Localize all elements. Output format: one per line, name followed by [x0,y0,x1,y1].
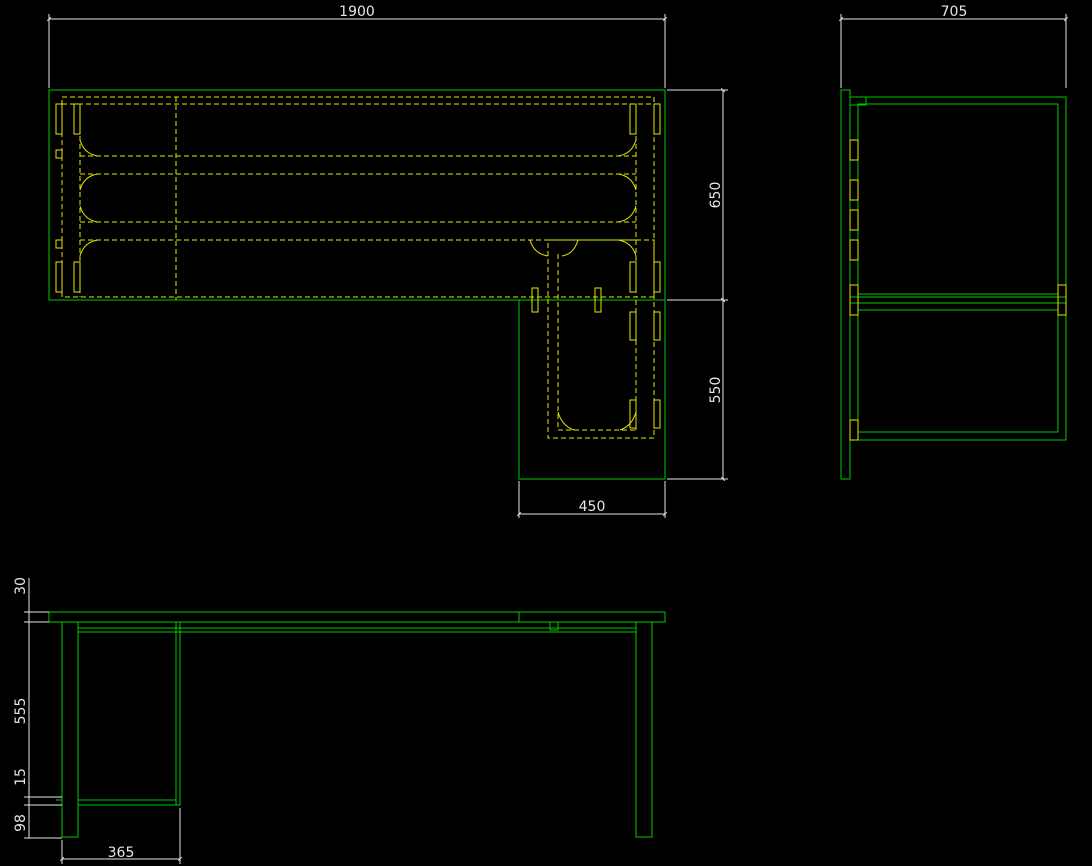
dim-label-return-depth: 550 [708,377,724,404]
side-view [840,89,1067,480]
dim-label-top-width: 1900 [339,4,375,20]
front-elevation [48,611,666,838]
dim-label-side-depth: 705 [941,4,968,20]
dim-label-foot-height: 98 [13,814,29,832]
dimensions: 1900 705 650 550 450 [13,4,1069,864]
side-hardware [849,139,1067,441]
hidden-frame [61,96,655,439]
dim-top-depth: 650 [667,87,728,303]
dim-label-return-width: 450 [579,499,606,515]
dim-label-rail-thickness: 15 [13,768,29,786]
dim-label-top-thickness: 30 [13,577,29,595]
plan-view [48,89,666,480]
dim-end-width: 365 [59,808,183,864]
dim-side-depth: 705 [838,4,1069,88]
dim-label-top-depth: 650 [708,182,724,209]
return-outline [518,299,666,480]
corner-brackets [79,139,637,431]
dim-label-end-width: 365 [108,845,135,861]
dim-return-width: 450 [516,481,668,518]
desk-top-outline [48,89,666,301]
dim-label-leg-height: 555 [13,698,29,725]
dim-return-depth: 550 [667,297,728,482]
elev-top-slab [48,611,666,623]
side-top-edge [840,89,851,480]
elev-right-leg [635,621,653,838]
dim-top-width: 1900 [46,4,668,88]
hardware-marks [55,103,661,429]
elev-left-leg [61,621,79,838]
dim-elevation-chain: 30 555 15 98 [13,577,62,839]
